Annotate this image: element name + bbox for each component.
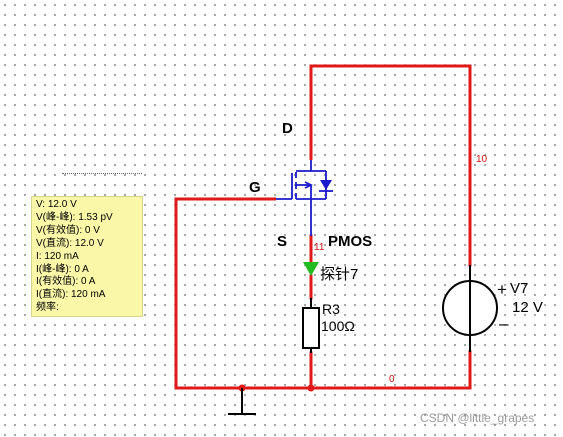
net-label-11: 11 xyxy=(314,242,325,253)
probe-current-pp: I(峰-峰): 0 A xyxy=(36,263,89,275)
probe-leader-line xyxy=(62,173,142,174)
pmos-transistor[interactable] xyxy=(275,160,333,236)
probe-current-dc: I(直流): 120 mA xyxy=(36,289,106,301)
source-plus-label: + xyxy=(497,280,507,299)
probe-current: I: 120 mA xyxy=(36,250,79,262)
watermark-text: CSDN @little_grapes xyxy=(420,411,535,425)
probe-frequency: 频率: xyxy=(36,302,59,314)
junction-dot xyxy=(307,384,315,392)
net-label-0: 0 xyxy=(389,374,395,385)
resistor-ref-label: R3 xyxy=(322,301,340,317)
resistor-value-label: 100Ω xyxy=(321,318,355,334)
voltage-source-v7[interactable] xyxy=(442,265,498,352)
wire-v7-to-ground[interactable] xyxy=(309,350,472,390)
wire-drain-to-v7[interactable] xyxy=(309,64,472,267)
gate-label: G xyxy=(249,179,261,196)
drain-label: D xyxy=(282,120,293,137)
source-label: S xyxy=(277,233,288,250)
resistor-r3[interactable] xyxy=(302,307,320,349)
probe-voltage-rms: V(有效值): 0 V xyxy=(36,224,100,236)
source-minus-label: – xyxy=(499,314,509,333)
probe-current-rms: I(有效值): 0 A xyxy=(36,276,96,288)
wire-gate-to-ground[interactable] xyxy=(174,197,313,390)
probe-readout-panel[interactable]: V: 12.0 V V(峰-峰): 1.53 pV V(有效值): 0 V V(… xyxy=(31,196,143,317)
probe-voltage-pp: V(峰-峰): 1.53 pV xyxy=(36,211,113,223)
probe-voltage-dc: V(直流): 12.0 V xyxy=(36,237,104,249)
probe-arrow-icon[interactable] xyxy=(303,262,319,276)
source-value-label: 12 V xyxy=(512,299,543,316)
source-ref-label: V7 xyxy=(510,280,529,297)
wires xyxy=(174,64,472,390)
net-label-10: 10 xyxy=(476,154,488,165)
ground-symbol[interactable] xyxy=(228,388,256,415)
device-label: PMOS xyxy=(328,233,373,250)
probe-name-label: 探针7 xyxy=(320,266,359,283)
probe-voltage: V: 12.0 V xyxy=(36,199,77,210)
